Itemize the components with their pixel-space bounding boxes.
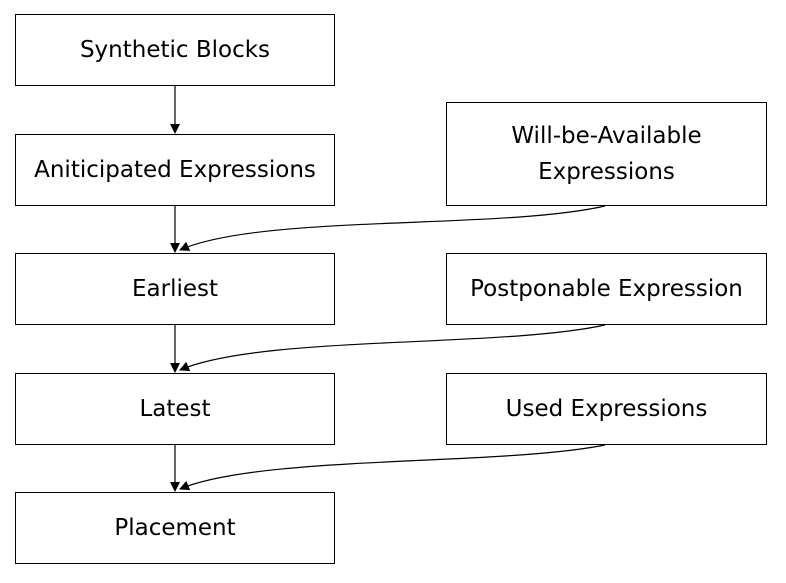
node-synthetic-blocks: Synthetic Blocks xyxy=(15,14,335,86)
node-label: Latest xyxy=(139,396,211,422)
node-label: Used Expressions xyxy=(505,396,708,422)
node-anticipated-expressions: Aniticipated Expressions xyxy=(15,134,335,206)
node-label: Placement xyxy=(114,515,236,541)
node-label: Aniticipated Expressions xyxy=(34,157,316,183)
node-postponable-expression: Postponable Expression xyxy=(446,253,767,325)
node-label: Will-be-Available Expressions xyxy=(511,118,701,190)
node-latest: Latest xyxy=(15,373,335,445)
node-label: Postponable Expression xyxy=(470,276,743,302)
edge-postponable-to-latest xyxy=(179,324,606,371)
node-label: Synthetic Blocks xyxy=(79,37,271,63)
node-label: Earliest xyxy=(131,276,218,302)
node-label-line-1: Will-be-Available xyxy=(511,123,702,149)
edge-willbe-to-earliest xyxy=(179,205,606,251)
edge-used-to-placement xyxy=(179,444,606,491)
node-used-expressions: Used Expressions xyxy=(446,373,767,445)
node-placement: Placement xyxy=(15,492,335,564)
node-will-be-available-expressions: Will-be-Available Expressions xyxy=(446,102,767,206)
node-earliest: Earliest xyxy=(15,253,335,325)
node-label-line-2: Expressions xyxy=(538,159,675,185)
